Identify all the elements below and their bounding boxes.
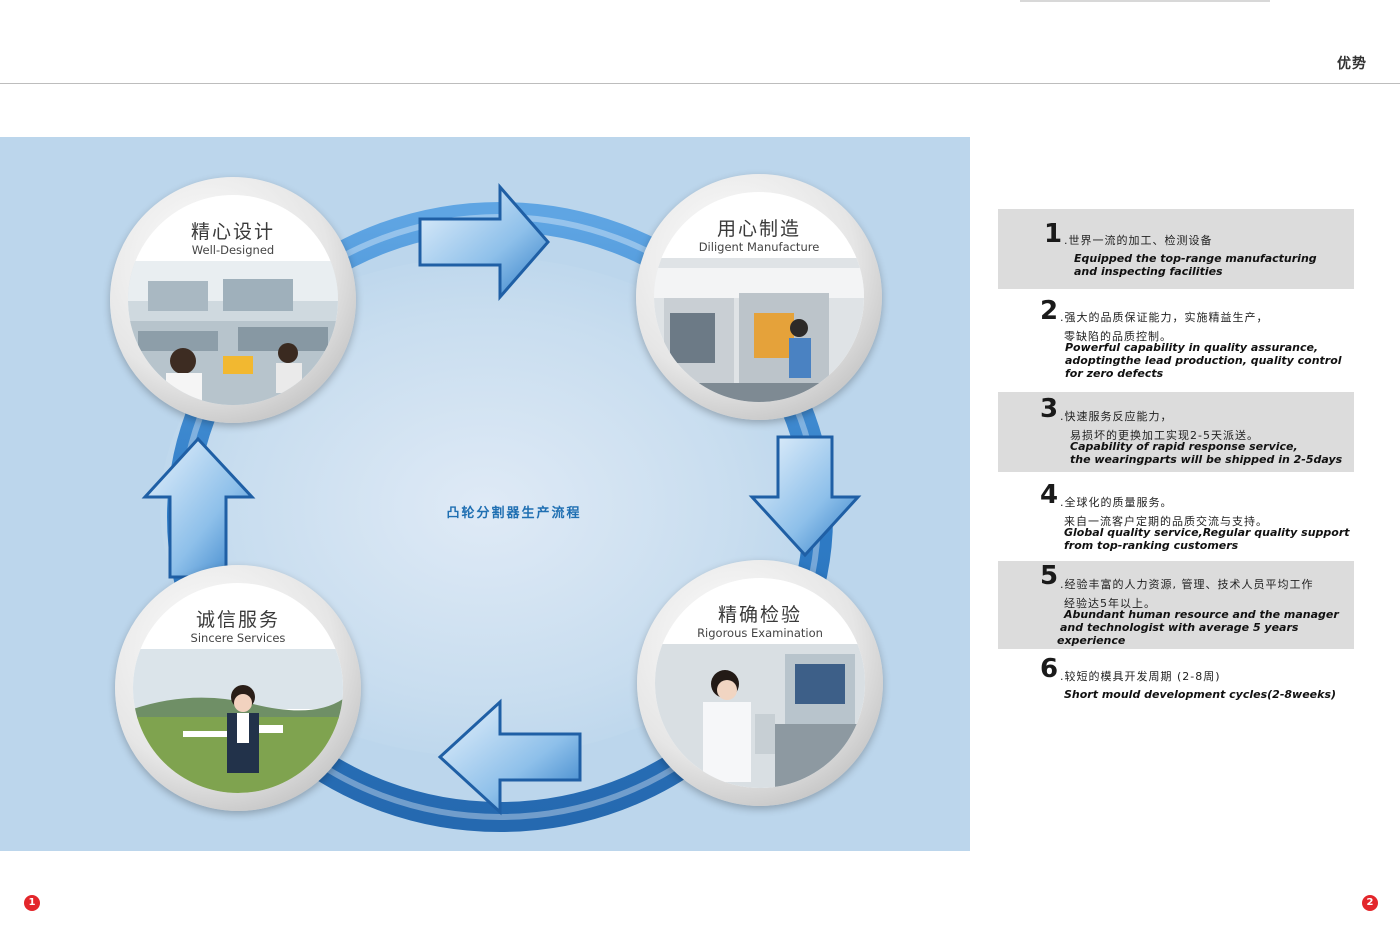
item-text-en: Capability of rapid response service, (1070, 440, 1298, 453)
advantage-item-2: 2 .强大的品质保证能力，实施精益生产， 零缺陷的品质控制。 Powerful … (998, 290, 1354, 390)
node-title-cn: 诚信服务 (195, 609, 280, 631)
item-number: 4 (1040, 480, 1059, 510)
node-title-cn: 精确检验 (717, 604, 802, 626)
node-well-designed: 精心设计 Well-Designed (110, 177, 356, 423)
advantage-item-5: 5 .经验丰富的人力资源, 管理、技术人员平均工作 经验达5年以上。 Abund… (998, 561, 1354, 649)
diagram-center-label: 凸轮分割器生产流程 (446, 506, 582, 521)
item-text-en: adoptingthe lead production, quality con… (1065, 354, 1342, 367)
item-text-en: Global quality service,Regular quality s… (1064, 526, 1350, 539)
item-text-cn: .经验丰富的人力资源, 管理、技术人员平均工作 (1060, 578, 1314, 591)
item-text-en: Short mould development cycles(2-8weeks) (1064, 688, 1337, 701)
top-edge-stub (1020, 0, 1270, 2)
node-title-en: Well-Designed (191, 243, 275, 257)
item-text-en: from top-ranking customers (1064, 539, 1239, 552)
node-diligent-manufacture: 用心制造 Diligent Manufacture (636, 174, 882, 420)
arrow-up-icon (141, 436, 256, 579)
node-title-cn: 精心设计 (190, 221, 275, 243)
item-text-cn: .快速服务反应能力， (1060, 410, 1173, 423)
advantage-item-1: 1 .世界一流的加工、检测设备 Equipped the top-range m… (998, 209, 1354, 289)
advantage-item-6: 6 .较短的模具开发周期 (2-8周) Short mould developm… (998, 654, 1354, 704)
arrow-right-icon (418, 183, 550, 301)
node-rigorous-examination: 精确检验 Rigorous Examination (637, 560, 883, 806)
header-divider (0, 83, 1400, 84)
item-text-cn: .较短的模具开发周期 (2-8周) (1060, 670, 1221, 683)
node-sincere-services: 诚信服务 Sincere Services (115, 565, 361, 811)
item-text-en: Abundant human resource and the manager (1064, 608, 1339, 621)
item-text-en: experience (1057, 634, 1126, 647)
arrow-left-icon (437, 698, 582, 816)
item-text-cn: 经验达5年以上。 (1064, 597, 1156, 610)
item-text-en: for zero defects (1065, 367, 1164, 380)
item-text-cn: 易损坏的更换加工实现2-5天派送。 (1070, 429, 1259, 442)
cycle-ring (141, 183, 862, 832)
item-text-en: Powerful capability in quality assurance… (1065, 341, 1319, 354)
page-number-left: 1 (24, 895, 40, 911)
factory-photo (654, 258, 864, 402)
item-text-cn: 零缺陷的品质控制。 (1064, 330, 1172, 343)
advantage-item-3: 3 .快速服务反应能力， 易损坏的更换加工实现2-5天派送。 Capabilit… (998, 392, 1354, 472)
item-text-cn: 来自一流客户定期的品质交流与支持。 (1064, 515, 1268, 528)
inspection-photo (655, 644, 865, 788)
item-number: 6 (1040, 654, 1059, 684)
item-text-cn: .强大的品质保证能力，实施精益生产， (1060, 311, 1269, 324)
item-number: 5 (1040, 561, 1059, 591)
node-title-en: Sincere Services (190, 631, 286, 645)
item-number: 1 (1044, 219, 1063, 249)
arrow-down-icon (748, 435, 862, 558)
page-title: 优势 (1337, 56, 1367, 72)
item-text-cn: .世界一流的加工、检测设备 (1064, 234, 1213, 247)
item-text-en: and technologist with average 5 years (1060, 621, 1299, 634)
item-text-cn: .全球化的质量服务。 (1060, 496, 1173, 509)
node-title-en: Diligent Manufacture (698, 240, 820, 254)
advantage-item-4: 4 .全球化的质量服务。 来自一流客户定期的品质交流与支持。 Global qu… (998, 478, 1354, 554)
process-diagram-panel: 凸轮分割器生产流程 精心设计 Well-Designed (0, 137, 970, 851)
page-number-right: 2 (1362, 895, 1378, 911)
item-number: 2 (1040, 296, 1059, 326)
office-photo (128, 261, 338, 405)
node-title-cn: 用心制造 (716, 218, 801, 240)
item-text-en: Equipped the top-range manufacturing (1074, 252, 1317, 265)
item-text-en: and inspecting facilities (1074, 265, 1223, 278)
node-title-en: Rigorous Examination (697, 626, 823, 640)
item-number: 3 (1040, 394, 1059, 424)
item-text-en: the wearingparts will be shipped in 2-5d… (1070, 453, 1343, 466)
service-photo (133, 649, 343, 793)
